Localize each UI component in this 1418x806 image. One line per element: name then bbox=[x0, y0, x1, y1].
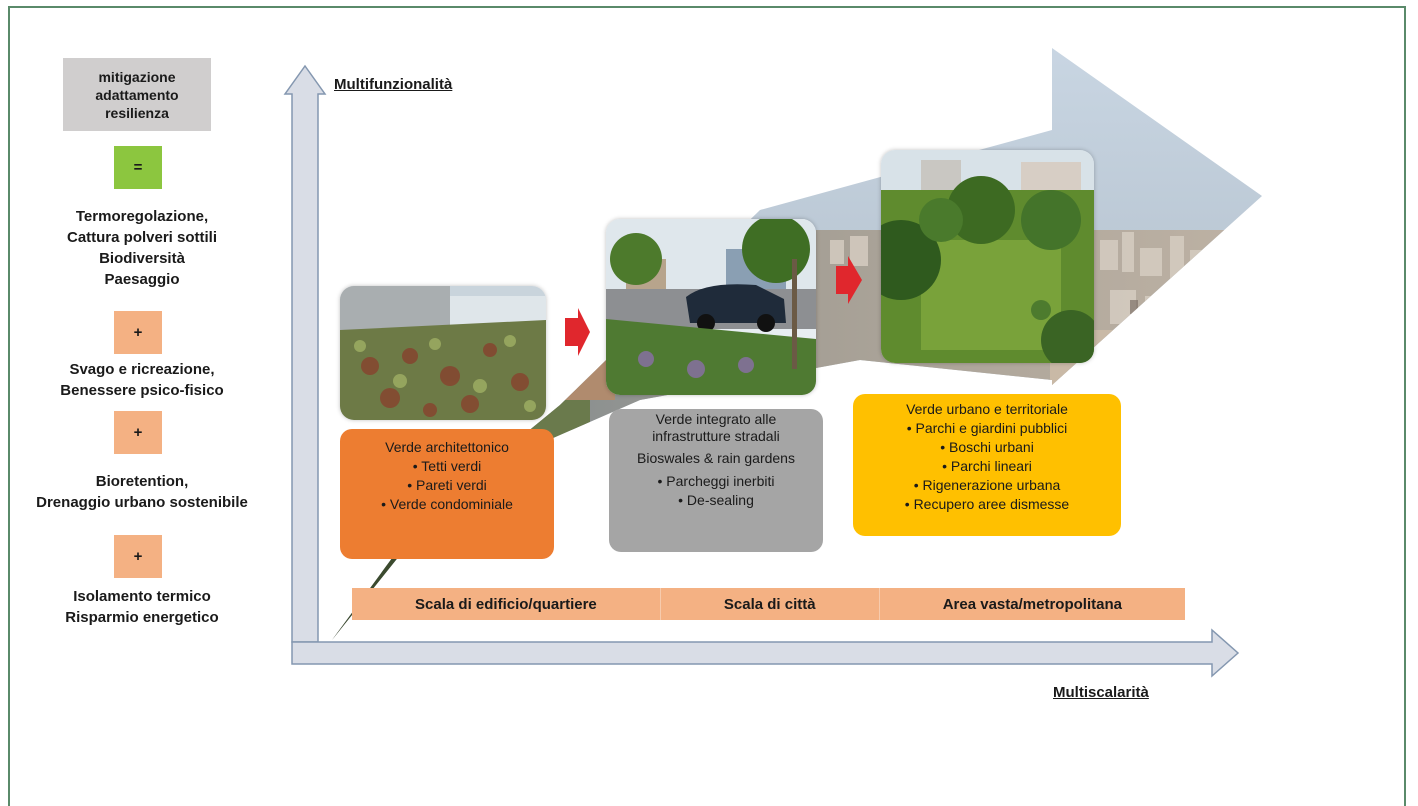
header-box: mitigazione adattamento resilienza bbox=[63, 58, 211, 131]
category-item: • Parchi e giardini pubblici bbox=[906, 420, 1068, 436]
x-axis-title: Multiscalarità bbox=[1053, 684, 1149, 701]
benefit-line: Svago e ricreazione, bbox=[69, 361, 215, 378]
benefit-line: Benessere psico-fisico bbox=[60, 382, 224, 399]
benefit-group-2: Svago e ricreazione, Benessere psico-fis… bbox=[16, 359, 268, 401]
flow-arrow-2 bbox=[836, 256, 862, 304]
category-urban-territorial: Verde urbano e territoriale • Parchi e g… bbox=[853, 394, 1121, 536]
category-item: • Rigenerazione urbana bbox=[913, 477, 1061, 493]
benefit-line: Drenaggio urbano sostenibile bbox=[36, 494, 248, 511]
scale-city: Scala di città bbox=[661, 588, 880, 620]
plus-box-2: + bbox=[114, 411, 162, 454]
category-item: • De-sealing bbox=[678, 492, 754, 508]
flow-arrow-1 bbox=[565, 308, 590, 356]
category-item: • Recupero aree dismesse bbox=[904, 496, 1070, 512]
benefit-line: Bioretention, bbox=[95, 473, 189, 490]
benefit-line: Risparmio energetico bbox=[65, 609, 219, 626]
category-title: Verde integrato alle infrastrutture stra… bbox=[652, 411, 780, 444]
frame-border bbox=[8, 6, 1406, 806]
urban-park-photo bbox=[881, 150, 1094, 363]
x-axis-arrow bbox=[291, 628, 1240, 678]
category-architectural: Verde architettonico • Tetti verdi • Par… bbox=[340, 429, 554, 559]
benefit-line: Paesaggio bbox=[104, 271, 180, 288]
category-title: Verde architettonico bbox=[385, 439, 509, 455]
urban-park-image bbox=[881, 150, 1094, 363]
benefit-group-3: Bioretention, Drenaggio urbano sostenibi… bbox=[16, 471, 268, 513]
benefit-group-1: Termoregolazione, Cattura polveri sottil… bbox=[16, 206, 268, 290]
category-item: • Parchi lineari bbox=[942, 458, 1032, 474]
equals-box: = bbox=[114, 146, 162, 189]
category-subtitle: Bioswales & rain gardens bbox=[637, 450, 795, 466]
benefit-line: Biodiversità bbox=[99, 250, 185, 267]
category-item: • Verde condominiale bbox=[381, 496, 513, 512]
category-item: • Boschi urbani bbox=[940, 439, 1034, 455]
scale-bar: Scala di edificio/quartiere Scala di cit… bbox=[352, 588, 1185, 620]
category-item: • Pareti verdi bbox=[407, 477, 487, 493]
green-roof-image bbox=[340, 286, 546, 420]
benefit-line: Cattura polveri sottili bbox=[66, 229, 218, 246]
plus-box-3: + bbox=[114, 535, 162, 578]
benefit-line: Termoregolazione, bbox=[75, 208, 209, 225]
benefit-group-4: Isolamento termico Risparmio energetico bbox=[16, 586, 268, 628]
y-axis-arrow bbox=[283, 64, 327, 643]
street-green-image bbox=[606, 219, 816, 395]
scale-building: Scala di edificio/quartiere bbox=[352, 588, 661, 620]
category-item: • Tetti verdi bbox=[412, 458, 482, 474]
plus-box-1: + bbox=[114, 311, 162, 354]
category-item: • Parcheggi inerbiti bbox=[657, 473, 775, 489]
street-green-photo bbox=[606, 219, 816, 395]
scale-metropolitan: Area vasta/metropolitana bbox=[942, 595, 1122, 613]
category-infrastructure: Verde integrato alle infrastrutture stra… bbox=[609, 409, 823, 552]
benefit-line: Isolamento termico bbox=[73, 588, 211, 605]
green-roof-photo bbox=[340, 286, 546, 420]
y-axis-title: Multifunzionalità bbox=[334, 76, 453, 93]
category-title: Verde urbano e territoriale bbox=[906, 401, 1068, 417]
